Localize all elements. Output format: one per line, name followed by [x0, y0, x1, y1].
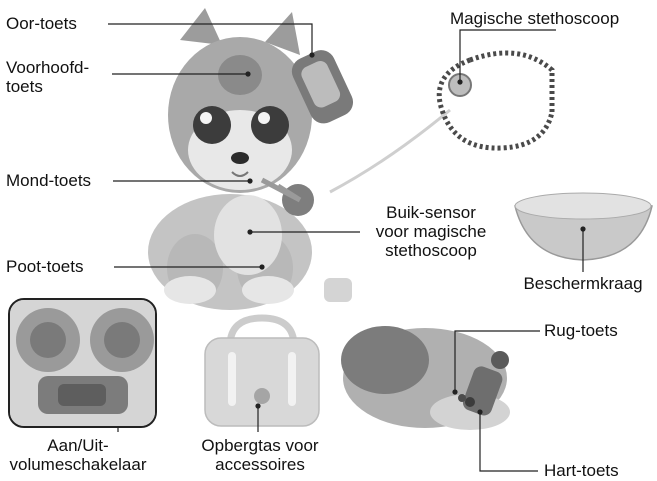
label-power-switch-line2: volumeschakelaar — [0, 455, 158, 474]
power-switch-closeup-image — [10, 300, 155, 426]
label-forehead-button-line1: Voorhoofd- — [6, 58, 89, 77]
label-heart-button: Hart-toets — [544, 461, 619, 480]
label-power-switch-line1: Aan/Uit- — [0, 436, 158, 455]
label-paw-button: Poot-toets — [6, 257, 84, 276]
label-belly-sensor-line1: Buik-sensor — [356, 203, 506, 222]
label-storage-bag-line1: Opbergtas voor — [180, 436, 340, 455]
storage-bag-image — [205, 318, 319, 426]
husky-plush-image — [148, 8, 358, 310]
label-protective-collar: Beschermkraag — [498, 274, 657, 293]
label-belly-sensor-line3: stethoscoop — [356, 241, 506, 260]
label-storage-bag-line2: accessoires — [180, 455, 340, 474]
stethoscope-image — [330, 53, 552, 192]
label-mouth-button: Mond-toets — [6, 171, 91, 190]
label-ear-button: Oor-toets — [6, 14, 77, 33]
label-back-button: Rug-toets — [544, 321, 618, 340]
label-belly-sensor-line2: voor magische — [356, 222, 506, 241]
power-switch-inset — [8, 298, 157, 428]
label-forehead-button-line2: toets — [6, 77, 43, 96]
label-magic-stethoscope: Magische stethoscoop — [450, 9, 619, 28]
lying-plush-image — [341, 326, 510, 430]
